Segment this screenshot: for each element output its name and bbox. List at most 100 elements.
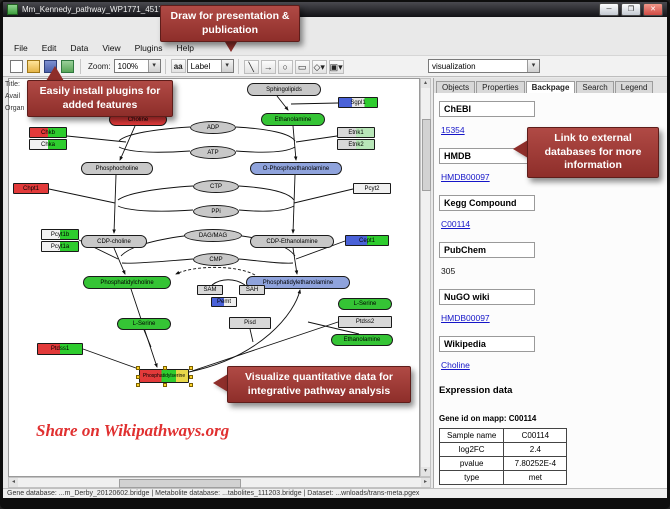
scroll-up-icon[interactable]: ▴ [421,79,430,88]
backpage-link[interactable]: HMDB00097 [441,172,490,182]
node-atp[interactable]: ATP [190,146,236,159]
node-sam[interactable]: SAM [197,285,223,295]
scroll-thumb[interactable] [119,479,241,488]
tab-properties[interactable]: Properties [476,81,525,93]
minimize-button[interactable]: ─ [599,3,619,16]
arrow-tool-icon[interactable]: → [260,60,276,74]
edge [143,329,152,348]
selection-handle[interactable] [136,375,140,379]
close-button[interactable]: ✕ [643,3,663,16]
edge [118,126,191,142]
selection-handle[interactable] [189,383,193,387]
node-ethanolamine[interactable]: Ethanolamine [331,334,393,346]
menu-item-help[interactable]: Help [176,42,194,53]
edge [48,188,116,204]
menu-item-data[interactable]: Data [70,42,89,53]
node-adp[interactable]: ADP [190,121,236,134]
backpage-header-wikipedia: Wikipedia [439,336,535,352]
chevron-down-icon[interactable]: ▾ [220,60,233,72]
node-ptdss1[interactable]: Ptdss1 [37,343,83,355]
node-o-phosphoethanolamine[interactable]: O-Phosphoethanolamine [250,162,342,175]
node-phosphatidylcholine[interactable]: Phosphatidylcholine [83,276,171,289]
backpage-header-nugo-wiki: NuGO wiki [439,289,535,305]
node-l-serine[interactable]: L-Serine [117,318,171,330]
label-tool-value: Label [190,61,211,71]
node-etnk2[interactable]: Etnk2 [337,139,375,150]
node-etnk1[interactable]: Etnk1 [337,127,375,138]
edge [117,205,194,212]
new-file-icon[interactable] [10,59,23,73]
open-file-icon[interactable] [27,59,40,73]
node-cdp-choline[interactable]: CDP-choline [81,235,147,248]
node-chkb[interactable]: Chkb [29,127,67,138]
node-sgpl1[interactable]: Sgpl1 [338,97,378,108]
backpage-link[interactable]: Choline [441,360,470,370]
node-pcyt1a[interactable]: Pcyt1a [41,241,79,252]
selection-handle[interactable] [163,383,167,387]
zoom-select[interactable]: 100% ▾ [113,59,161,73]
callout-draw: Draw for presentation & publication [160,5,300,43]
tab-legend[interactable]: Legend [614,81,654,93]
chevron-down-icon[interactable]: ▾ [527,60,539,72]
scroll-thumb[interactable] [422,119,431,191]
node-ctp[interactable]: CTP [193,180,239,193]
node-chka[interactable]: Chka [29,139,67,150]
node-phosphatidylethanolamine[interactable]: Phosphatidylethanolamine [246,276,350,289]
tab-backpage[interactable]: Backpage [525,81,576,93]
node-sphingolipids[interactable]: Sphingolipids [247,83,321,96]
callout-arrow-icon [513,140,528,158]
canvas-vertical-scrollbar[interactable]: ▴ ▾ [420,78,431,477]
rectangle-tool-icon[interactable]: ▭ [294,60,310,74]
selection-handle[interactable] [189,375,193,379]
selection-handle[interactable] [163,366,167,370]
node-pisd[interactable]: Pisd [229,317,271,329]
maximize-button[interactable]: ❐ [621,3,641,16]
tab-objects[interactable]: Objects [436,81,476,93]
label-tool-select[interactable]: Label ▾ [186,59,234,73]
scroll-down-icon[interactable]: ▾ [421,467,430,476]
menu-item-view[interactable]: View [102,42,121,53]
ellipse-tool-icon[interactable]: ○ [277,60,293,74]
font-tool-button[interactable]: aa [170,59,186,73]
node-ethanolamine[interactable]: Ethanolamine [261,113,325,126]
selection-handle[interactable] [136,383,140,387]
node-ptdss2[interactable]: Ptdss2 [338,316,392,328]
node-pcyt1b[interactable]: Pcyt1b [41,229,79,240]
node-pemt[interactable]: Pemt [211,297,237,307]
menu-item-edit[interactable]: Edit [41,42,57,53]
line-tool-icon[interactable]: ╲ [243,60,259,74]
tab-search[interactable]: Search [576,81,614,93]
menu-item-file[interactable]: File [14,42,28,53]
node-cdp-ethanolamine[interactable]: CDP-Ethanolamine [250,235,334,248]
node-l-serine[interactable]: L-Serine [338,298,392,310]
chevron-down-icon[interactable]: ▾ [147,60,160,72]
datanode-menu-icon[interactable]: ▣▾ [328,60,344,74]
node-cept1[interactable]: Cept1 [345,235,389,246]
edge [276,95,289,111]
selection-handle[interactable] [136,366,140,370]
node-pcyt2[interactable]: Pcyt2 [353,183,391,194]
scroll-left-icon[interactable]: ◂ [9,478,18,487]
selection-handle[interactable] [189,366,193,370]
node-sah[interactable]: SAH [239,285,265,295]
node-dag-mag[interactable]: DAG/MAG [184,229,242,242]
canvas-horizontal-scrollbar[interactable]: ◂ ▸ [8,477,431,488]
edge [291,174,296,234]
visualization-select[interactable]: visualization ▾ [428,59,540,73]
node-phosphatidylserine[interactable]: Phosphatidylserine [136,366,193,387]
toolbar-separator [237,58,239,74]
backpage-link[interactable]: 15354 [441,125,465,135]
node-phosphocholine[interactable]: Phosphocholine [81,162,153,175]
pathway-field: Title: [5,81,20,88]
scroll-right-icon[interactable]: ▸ [421,478,430,487]
backpage-link[interactable]: HMDB00097 [441,313,490,323]
menu-item-plugins[interactable]: Plugins [134,42,163,53]
node-cmp[interactable]: CMP [193,253,239,266]
node-chpt1[interactable]: Chpt1 [13,183,49,194]
edge [295,240,346,260]
backpage-link[interactable]: C00114 [441,219,471,229]
shapes-menu-icon[interactable]: ◇▾ [311,60,327,74]
node-ppi[interactable]: PPi [193,205,239,218]
